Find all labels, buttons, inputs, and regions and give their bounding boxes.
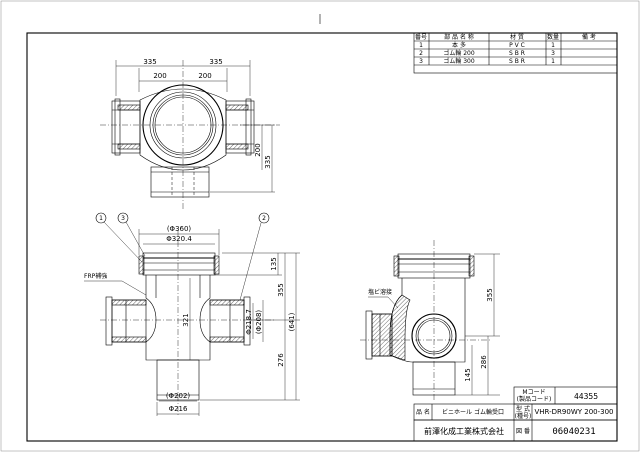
name-label: 品 名: [416, 408, 430, 416]
parts-header-material: 材 質: [510, 33, 524, 41]
title-block: Mコード (製品コード) 44355 品 名 ビニホール ゴム輪受口 型 式 (…: [413, 386, 618, 442]
dim-phi320: Φ320.4: [166, 235, 192, 243]
top-dim-335-left: 335: [143, 58, 156, 66]
parts-header-qty: 数量: [547, 33, 559, 41]
parts-row-1-no: 1: [419, 42, 423, 49]
parts-row-2-no: 2: [419, 50, 423, 57]
mcode-value: 44355: [574, 392, 598, 401]
parts-row-3-no: 3: [419, 58, 423, 65]
parts-header-name: 部 品 名 称: [444, 33, 474, 41]
parts-row-1-material: P V C: [509, 42, 525, 49]
dim-276: 276: [277, 353, 285, 367]
mcode-label: Mコード: [522, 389, 545, 396]
drawing-frame: [26, 32, 618, 442]
side-dim-355: 355: [486, 288, 494, 301]
parts-header-no: 番号: [415, 34, 427, 41]
drawing-no-label: 図 番: [516, 428, 530, 435]
dim-135: 135: [270, 257, 278, 270]
dim-phi208: (Φ208): [255, 310, 263, 335]
parts-row-2-material: S B R: [509, 50, 525, 57]
parts-table: 番号 部 品 名 称 材 質 数量 備 考 1 本 多 P V C 1 2 ゴム…: [413, 32, 618, 74]
model-label: 型 式: [516, 405, 530, 413]
model-value: VHR-DR90WY 200-300: [535, 408, 614, 416]
top-dim-200-right: 200: [198, 72, 211, 80]
top-dim-200-vertical: 200: [254, 143, 262, 156]
dim-phi360: (Φ360): [167, 225, 192, 233]
dim-321: 321: [182, 313, 190, 326]
parts-row-2-name: ゴム輪 200: [443, 49, 475, 57]
company-name: 前澤化成工業株式会社: [424, 426, 504, 436]
side-view: 塩ビ溶接 355 145 286: [360, 240, 500, 400]
parts-header-note: 備 考: [582, 33, 596, 41]
parts-row-1-qty: 1: [551, 42, 555, 49]
model-sub: (種号): [515, 412, 532, 420]
parts-row-1-name: 本 多: [452, 41, 466, 49]
top-view: 335 335 200 200 200 335: [100, 58, 280, 210]
parts-row-3-name: ゴム輪 300: [443, 57, 475, 65]
callout-1: 1: [99, 215, 103, 222]
frp-label: FRP補強: [84, 272, 107, 280]
callout-2: 2: [262, 215, 266, 222]
dim-phi202: (Φ202): [166, 392, 191, 400]
top-dim-335-vertical: 335: [264, 155, 272, 168]
weld-label: 塩ビ溶接: [368, 288, 392, 296]
side-dim-286: 286: [480, 355, 488, 369]
top-dim-335-right: 335: [209, 58, 222, 66]
dim-355: 355: [277, 283, 285, 296]
dim-phi218: Φ218.7: [245, 309, 253, 335]
parts-row-3-material: S B R: [509, 58, 525, 65]
name-value: ビニホール ゴム輪受口: [442, 408, 504, 416]
dim-641: (641): [288, 312, 296, 331]
dim-phi216: Φ216: [169, 405, 188, 413]
top-dim-200-left: 200: [153, 72, 166, 80]
parts-row-3-qty: 1: [551, 58, 555, 65]
drawing-no-value: 06040231: [552, 427, 595, 437]
mcode-sub: (製品コード): [517, 395, 552, 403]
front-view: 1 3 2 FRP補強 (Φ360) Φ320.4 321 Φ218.7 (Φ2…: [84, 212, 300, 416]
callout-3: 3: [121, 215, 125, 222]
side-dim-145: 145: [464, 368, 472, 381]
parts-row-2-qty: 3: [551, 50, 555, 57]
